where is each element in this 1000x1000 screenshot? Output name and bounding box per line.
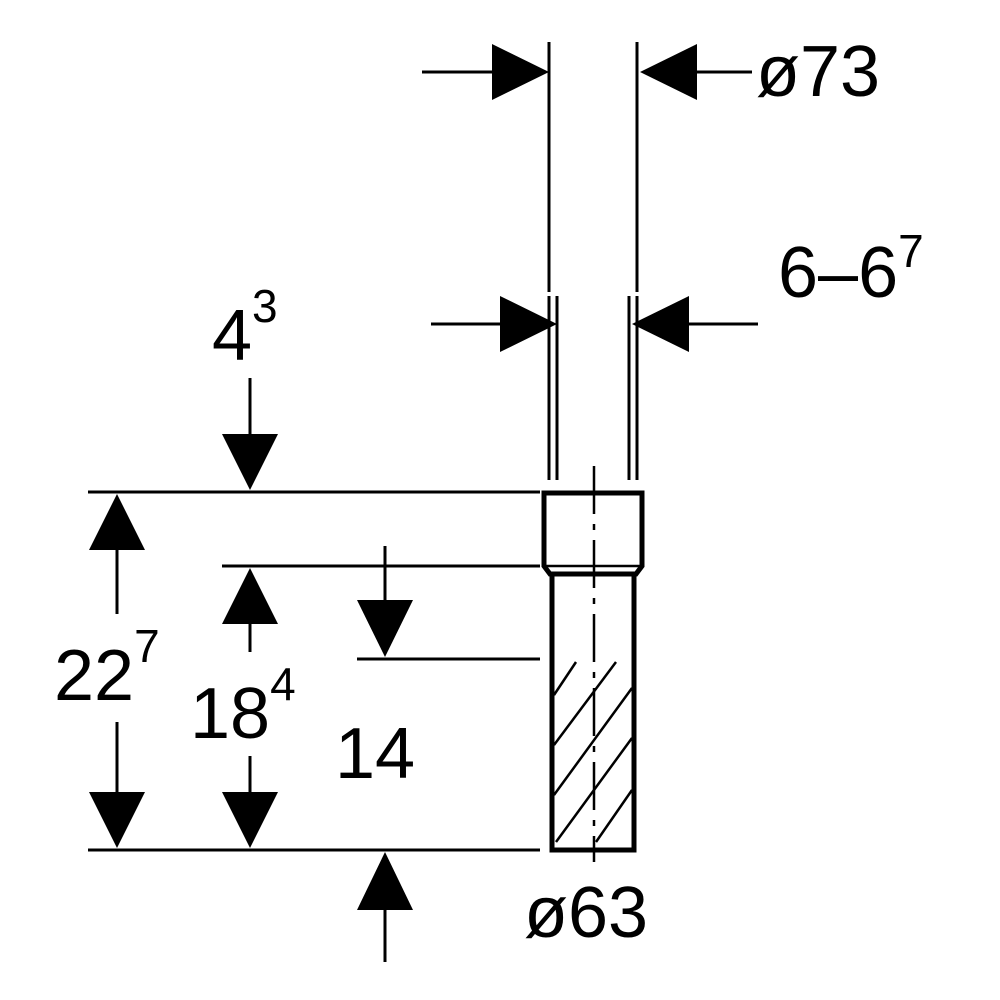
total-length-dimension: 227 (54, 494, 160, 848)
insertion-depth-dimension: 14 (335, 546, 415, 962)
arrowhead-left (640, 44, 697, 100)
total-length-label: 227 (54, 620, 160, 716)
arrowhead-right (500, 296, 557, 352)
socket-depth-dimension: 43 (212, 280, 278, 490)
arrowhead-left (632, 296, 689, 352)
arrowhead-up (357, 852, 413, 910)
arrowhead-down (222, 792, 278, 848)
pipe-length-dimension: 184 (190, 568, 296, 848)
arrowhead-right (492, 44, 549, 100)
outer-diameter-label: ø73 (756, 32, 880, 112)
wall-range-label: 6–67 (778, 225, 924, 313)
inner-diameter-label: ø63 (524, 873, 648, 953)
pipe-length-label: 184 (190, 658, 296, 754)
arrowhead-up (89, 494, 145, 550)
arrowhead-up (222, 568, 278, 624)
wall-thickness-dimension: 6–67 (431, 225, 924, 480)
socket-depth-label: 43 (212, 280, 278, 376)
insertion-depth-label: 14 (335, 714, 415, 794)
outer-diameter-dimension: ø73 (422, 32, 880, 292)
arrowhead-down (89, 792, 145, 848)
arrowhead-down (222, 434, 278, 490)
pipe-socket-body (541, 466, 645, 862)
arrowhead-down (357, 600, 413, 657)
